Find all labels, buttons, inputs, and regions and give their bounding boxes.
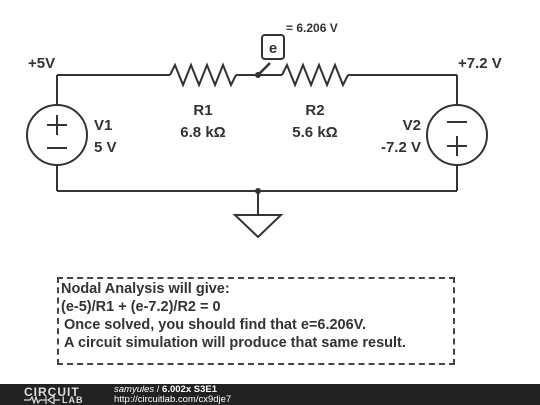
voltage-source-v2[interactable] (426, 104, 488, 166)
note-line-2: (e-5)/R1 + (e-7.2)/R2 = 0 (61, 299, 221, 315)
r1-name: R1 (193, 102, 212, 119)
voltage-source-v1[interactable] (26, 104, 88, 166)
node-probe-label: e (269, 40, 277, 57)
author-link[interactable]: samyules (114, 384, 155, 395)
resistor-r1[interactable] (169, 62, 237, 88)
junction-node-ground (255, 188, 261, 194)
circuit-meta: samyules / 6.002x S3E1 http://circuitlab… (114, 385, 231, 405)
v2-name: V2 (403, 117, 421, 134)
plus-icon (447, 136, 467, 156)
footer-bar: CIRCUIT LAB samyules / 6.002x S3E1 http:… (0, 384, 540, 405)
note-line-3: Once solved, you should find that e=6.20… (64, 317, 367, 333)
schematic: e = 6.206 V +5V +7.2 V V1 5 V R1 6.8 kΩ … (26, 21, 502, 239)
plus-icon (47, 115, 67, 135)
logo-text-bottom: LAB (62, 395, 84, 405)
right-rail-label: +7.2 V (458, 55, 502, 72)
resistor-r2[interactable] (281, 62, 349, 88)
meta-separator: / (154, 384, 163, 395)
circuit-url[interactable]: http://circuitlab.com/cx9dje7 (114, 394, 232, 405)
logo-wave-icon (24, 395, 60, 404)
node-probe-value: = 6.206 V (286, 21, 338, 35)
r1-value: 6.8 kΩ (180, 124, 225, 141)
v2-value: -7.2 V (381, 139, 421, 156)
r2-name: R2 (305, 102, 324, 119)
v1-name: V1 (94, 117, 112, 134)
left-rail-label: +5V (28, 55, 55, 72)
note-line-4: A circuit simulation will produce that s… (64, 335, 406, 351)
circuitlab-logo[interactable]: CIRCUIT LAB (24, 385, 94, 405)
ground-icon (232, 214, 284, 239)
junction-node-e (255, 72, 261, 78)
circuit-title[interactable]: 6.002x S3E1 (162, 384, 217, 395)
note-line-1: Nodal Analysis will give: (61, 281, 230, 297)
v1-value: 5 V (94, 139, 117, 156)
node-probe-box[interactable] (261, 34, 285, 60)
analysis-note: Nodal Analysis will give: (e-5)/R1 + (e-… (57, 277, 455, 365)
logo-text-top: CIRCUIT (24, 385, 80, 399)
r2-value: 5.6 kΩ (292, 124, 337, 141)
